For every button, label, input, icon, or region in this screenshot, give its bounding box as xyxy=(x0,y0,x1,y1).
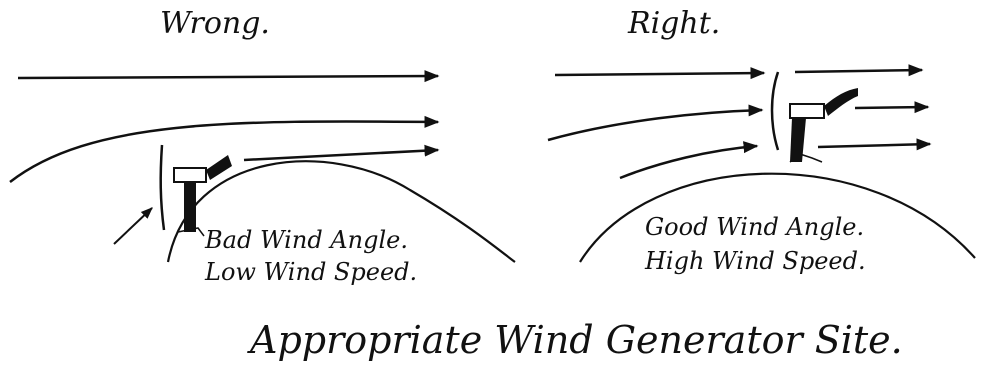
left-note-wind-speed: Low Wind Speed. xyxy=(205,258,417,286)
right-panel-title: Right. xyxy=(628,6,720,41)
left-wind-arrow-updraft xyxy=(114,208,152,244)
left-panel-title: Wrong. xyxy=(160,6,270,41)
right-note-wind-angle: Good Wind Angle. xyxy=(645,213,864,241)
left-wind-turbine-icon xyxy=(161,145,232,236)
left-wind-arrow-top xyxy=(18,76,438,78)
right-wind-arrow-top-left xyxy=(555,73,764,75)
right-wind-arrow-mid-left xyxy=(548,110,762,140)
right-wind-turbine-icon xyxy=(772,72,858,162)
right-wind-arrow-top-right xyxy=(795,70,922,72)
right-wind-arrow-low-right xyxy=(818,144,930,147)
diagram-caption: Appropriate Wind Generator Site. xyxy=(250,318,903,362)
right-wind-arrow-mid-right xyxy=(855,107,928,108)
right-wind-arrow-low-left xyxy=(620,146,757,178)
right-note-wind-speed: High Wind Speed. xyxy=(645,247,866,275)
left-note-wind-angle: Bad Wind Angle. xyxy=(205,226,408,254)
left-wind-arrow-short xyxy=(244,150,438,160)
